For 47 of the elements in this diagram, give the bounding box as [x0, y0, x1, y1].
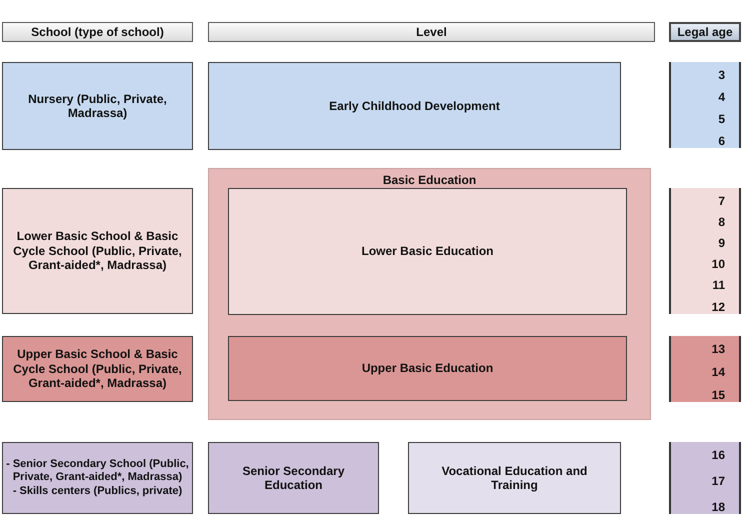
- school-type-box: [2, 336, 193, 402]
- age-number: 3: [718, 68, 725, 82]
- box-text: Lower Basic School & Basic Cycle School (Public, Private, Grant-aided*, Madrassa): [12, 229, 183, 273]
- box-text: Vocational Education and Training: [440, 464, 588, 492]
- age-column: [669, 442, 741, 514]
- header-text: Level: [416, 24, 447, 40]
- box-text: - Skills centers (Publics, private): [12, 484, 182, 498]
- band-title: Basic Education: [382, 173, 476, 188]
- level-box: [228, 336, 627, 401]
- box-text: - Senior Secondary School (Public, Private, Grant-aided*, Madrassa): [5, 458, 190, 485]
- age-number: 18: [712, 500, 725, 514]
- age-column: [669, 188, 741, 314]
- box-text: Nursery (Public, Private, Madrassa): [27, 92, 168, 120]
- box-text: Upper Basic School & Basic Cycle School (Public, Private, Grant-aided*, Madrassa): [12, 347, 183, 391]
- level-band: [208, 168, 651, 420]
- age-number: 13: [712, 342, 725, 356]
- column-header: [2, 22, 193, 42]
- box-text: Lower Basic Education: [361, 244, 494, 259]
- age-number: 6: [718, 134, 725, 148]
- age-column: [669, 336, 741, 402]
- age-number: 10: [712, 257, 725, 272]
- age-number: 16: [712, 448, 725, 462]
- column-header: [669, 22, 741, 42]
- level-box: [208, 62, 621, 150]
- age-number: 7: [718, 194, 725, 208]
- column-header: [208, 22, 655, 42]
- level-box: [408, 442, 621, 514]
- header-text: School (type of school): [31, 24, 164, 40]
- level-box: [228, 188, 627, 315]
- school-type-box: [2, 442, 193, 514]
- age-number: 4: [718, 90, 725, 104]
- age-number: 17: [712, 474, 725, 488]
- age-number: 9: [718, 236, 725, 251]
- box-text: Senior Secondary Education: [241, 464, 346, 492]
- age-number: 12: [712, 300, 725, 314]
- school-type-box: [2, 188, 193, 314]
- age-number: 14: [712, 364, 725, 380]
- header-text: Legal age: [677, 24, 733, 40]
- age-number: 8: [718, 215, 725, 230]
- age-number: 15: [712, 388, 725, 402]
- level-box: [208, 442, 379, 514]
- age-column: [669, 62, 741, 148]
- age-number: 5: [718, 112, 725, 126]
- box-text: Upper Basic Education: [362, 361, 494, 376]
- school-type-box: [2, 62, 193, 150]
- age-number: 11: [712, 278, 725, 293]
- box-text: Early Childhood Development: [329, 98, 500, 114]
